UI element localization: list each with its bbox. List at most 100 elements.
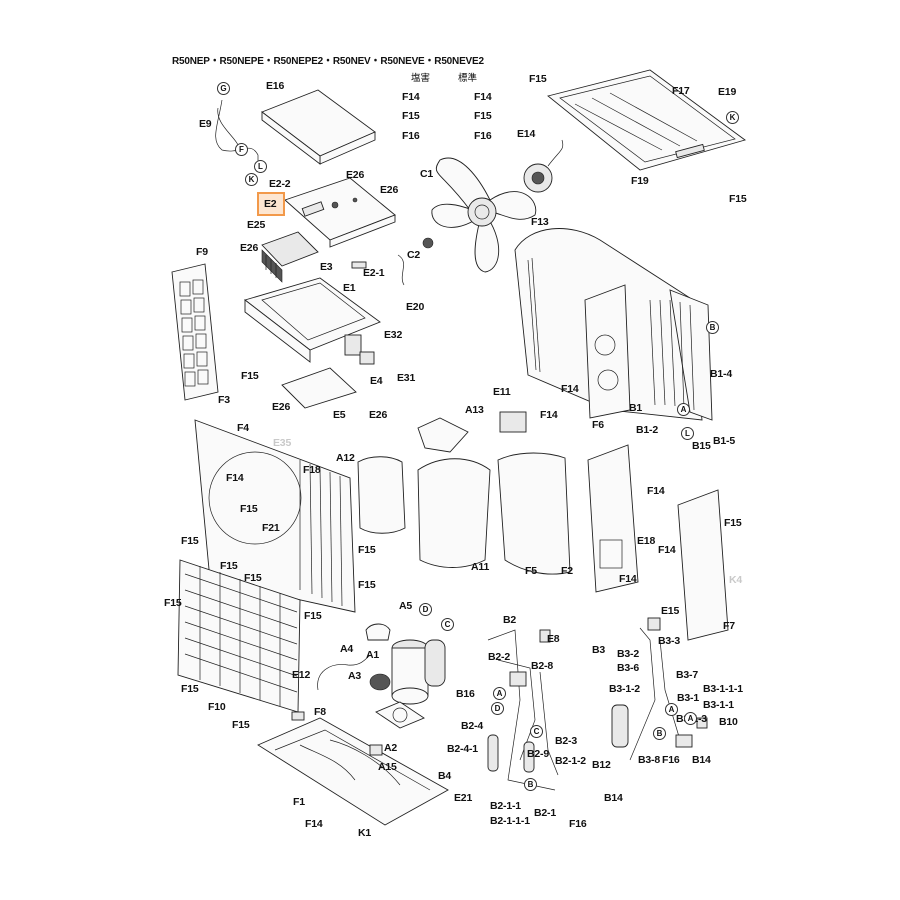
label-b3-6: B3-6 bbox=[617, 662, 639, 674]
label-e18: E18 bbox=[637, 535, 656, 547]
label-f14: F14 bbox=[561, 383, 579, 395]
insulation-a12 bbox=[357, 456, 406, 534]
label-e19: E19 bbox=[718, 86, 737, 98]
label-f16: F16 bbox=[569, 818, 587, 830]
label-b3-1-1: B3-1-1 bbox=[703, 699, 734, 711]
label-f1: F1 bbox=[293, 796, 305, 808]
label-e8: E8 bbox=[547, 633, 560, 645]
label-b3-2: B3-2 bbox=[617, 648, 639, 660]
label-e26: E26 bbox=[346, 169, 365, 181]
label-f16: F16 bbox=[402, 130, 420, 142]
marker-k: K bbox=[726, 111, 739, 124]
label-f15: F15 bbox=[164, 597, 182, 609]
reactor-e11 bbox=[499, 411, 527, 433]
label-b2-1-1-1: B2-1-1-1 bbox=[490, 815, 530, 827]
label-e31: E31 bbox=[397, 372, 416, 384]
legend-salt: 塩害 bbox=[411, 73, 431, 84]
label-f10: F10 bbox=[208, 701, 226, 713]
label-b1-4: B1-4 bbox=[710, 368, 732, 380]
label-b1-2: B1-2 bbox=[636, 424, 658, 436]
label-f14: F14 bbox=[540, 409, 558, 421]
label-b2-8: B2-8 bbox=[531, 660, 553, 672]
label-b3-8: B3-8 bbox=[638, 754, 660, 766]
label-b10: B10 bbox=[719, 716, 738, 728]
label-e12: E12 bbox=[292, 669, 311, 681]
label-e26: E26 bbox=[380, 184, 399, 196]
label-f14: F14 bbox=[226, 472, 244, 484]
label-f15: F15 bbox=[181, 535, 199, 547]
label-e5: E5 bbox=[333, 409, 346, 421]
partition-f5 bbox=[497, 452, 571, 575]
legend-standard: 標準 bbox=[458, 73, 478, 84]
label-b1-5: B1-5 bbox=[713, 435, 735, 447]
label-b16: B16 bbox=[456, 688, 475, 700]
label-f14: F14 bbox=[474, 91, 492, 103]
sensor-e2-1 bbox=[351, 261, 367, 269]
terminal-cover-a4 bbox=[365, 623, 391, 641]
label-f15: F15 bbox=[358, 579, 376, 591]
label-e2-2: E2-2 bbox=[269, 178, 291, 190]
label-f15: F15 bbox=[358, 544, 376, 556]
label-a1: A1 bbox=[366, 649, 380, 661]
side-plate-f2 bbox=[587, 444, 639, 593]
pcb-e2 bbox=[284, 177, 396, 248]
label-f15: F15 bbox=[724, 517, 742, 529]
marker-d: D bbox=[419, 603, 432, 616]
label-f16: F16 bbox=[474, 130, 492, 142]
marker-a: A bbox=[677, 403, 690, 416]
label-f15: F15 bbox=[181, 683, 199, 695]
part-a15 bbox=[369, 744, 383, 756]
label-e16: E16 bbox=[266, 80, 285, 92]
heatsink-e3 bbox=[261, 231, 319, 283]
label-f15: F15 bbox=[240, 503, 258, 515]
base-plate-f1 bbox=[257, 717, 449, 826]
label-f5: F5 bbox=[525, 565, 537, 577]
label-f3: F3 bbox=[218, 394, 230, 406]
label-b3-1-2: B3-1-2 bbox=[609, 683, 640, 695]
label-b3-7: B3-7 bbox=[676, 669, 698, 681]
top-panel-f17 bbox=[547, 69, 747, 171]
insulation-a11 bbox=[417, 458, 491, 568]
label-f13: F13 bbox=[531, 216, 549, 228]
marker-b: B bbox=[706, 321, 719, 334]
label-b14: B14 bbox=[692, 754, 711, 766]
label-f16: F16 bbox=[662, 754, 680, 766]
label-f19: F19 bbox=[631, 175, 649, 187]
marker-a: A bbox=[665, 703, 678, 716]
marker-a: A bbox=[493, 687, 506, 700]
marker-b: B bbox=[653, 727, 666, 740]
piping-b3 bbox=[611, 617, 708, 761]
label-b2-1: B2-1 bbox=[534, 807, 556, 819]
marker-g: G bbox=[217, 82, 230, 95]
partition-f6 bbox=[584, 284, 631, 419]
cover-e16 bbox=[261, 89, 376, 165]
nut-c2 bbox=[422, 237, 434, 249]
label-f15: F15 bbox=[241, 370, 259, 382]
marker-k: K bbox=[245, 173, 258, 186]
part-f8 bbox=[291, 711, 305, 721]
label-a5: A5 bbox=[399, 600, 413, 612]
terminal-e4 bbox=[359, 351, 375, 365]
label-f4: F4 bbox=[237, 422, 249, 434]
label-f14: F14 bbox=[402, 91, 420, 103]
label-f15: F15 bbox=[402, 110, 420, 122]
label-c1: C1 bbox=[420, 168, 434, 180]
label-e20: E20 bbox=[406, 301, 425, 313]
air-filter-f9 bbox=[171, 263, 219, 401]
label-k4: K4 bbox=[729, 574, 743, 586]
piping-b2 bbox=[487, 629, 559, 791]
label-f21: F21 bbox=[262, 522, 280, 534]
label-b2-1-1: B2-1-1 bbox=[490, 800, 521, 812]
label-f14: F14 bbox=[647, 485, 665, 497]
label-f15: F15 bbox=[304, 610, 322, 622]
label-a15: A15 bbox=[378, 761, 397, 773]
label-f15: F15 bbox=[232, 719, 250, 731]
cable-e20 bbox=[397, 254, 405, 286]
compressor-a1 bbox=[369, 639, 446, 705]
label-b3: B3 bbox=[592, 644, 606, 656]
label-a13: A13 bbox=[465, 404, 484, 416]
label-a4: A4 bbox=[340, 643, 354, 655]
rubber-a2 bbox=[375, 701, 425, 729]
